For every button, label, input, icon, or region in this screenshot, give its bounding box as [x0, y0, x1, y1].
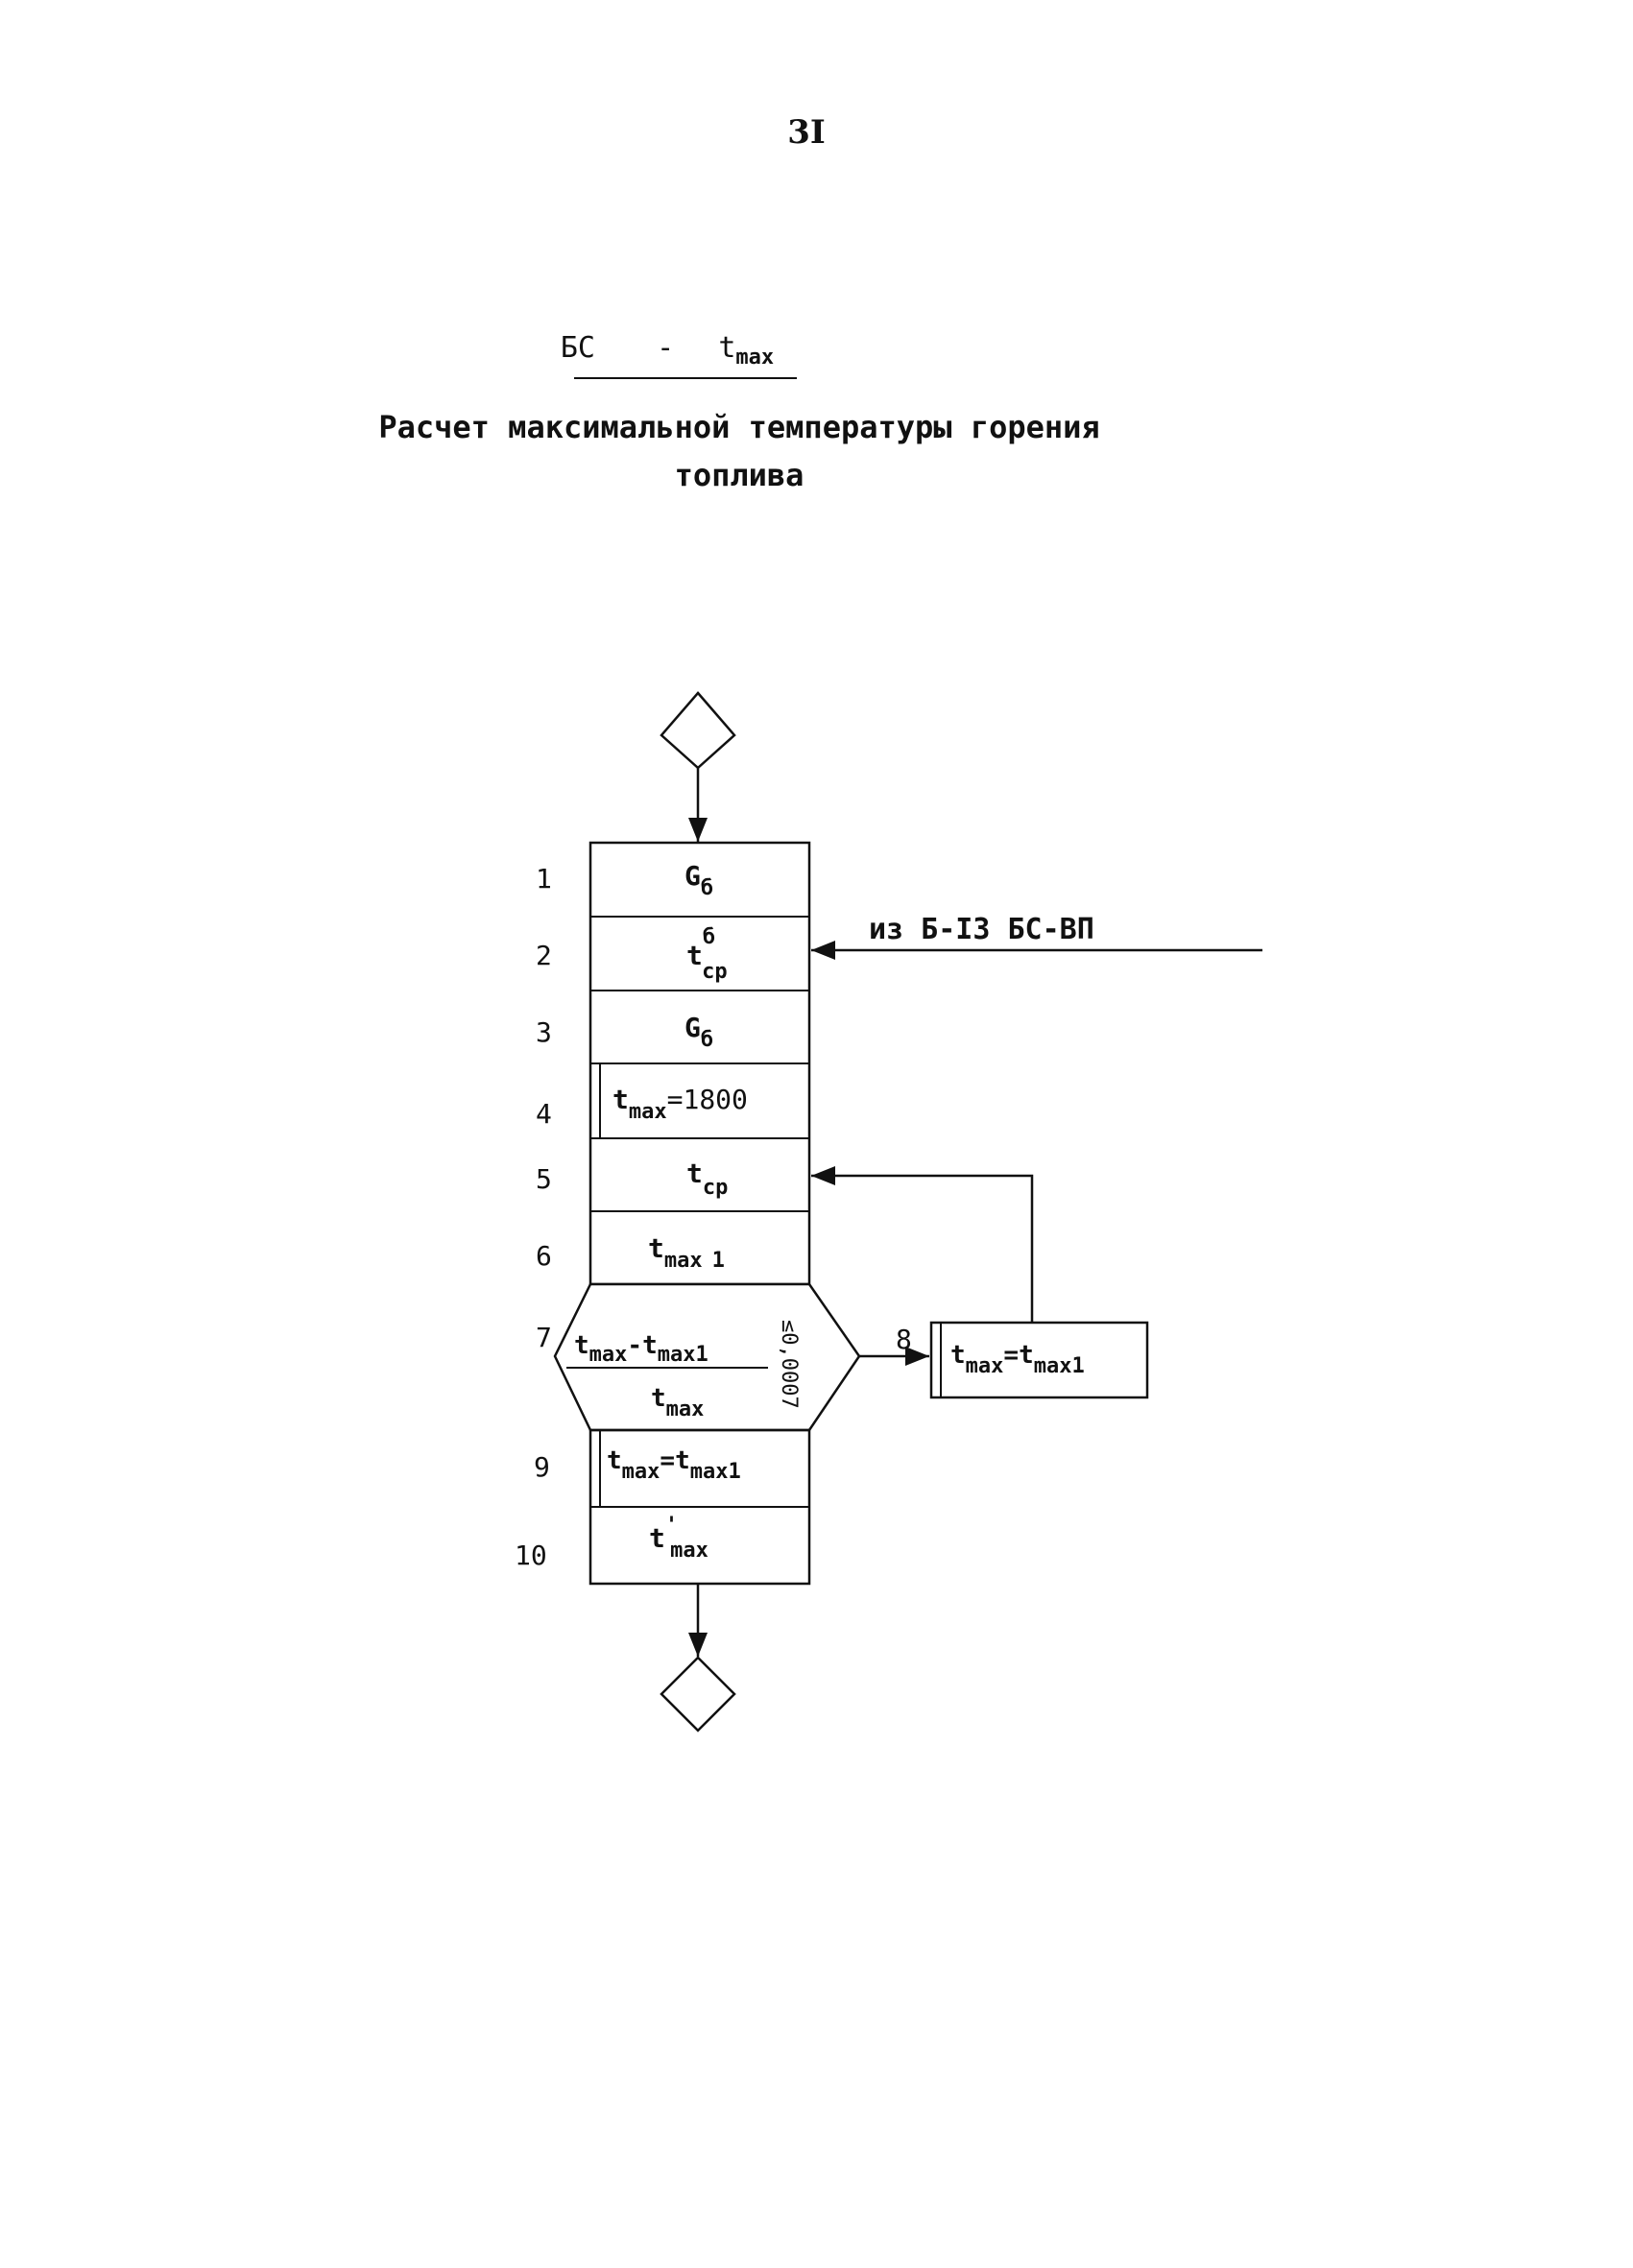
external-input-label: из Б-I3 БС-ВП	[869, 913, 1094, 946]
block-number-2: 2	[536, 940, 552, 971]
block-10-symbol: t'max	[649, 1514, 708, 1563]
title-var-sub: max	[735, 346, 775, 370]
subtitle-line-2: топлива	[674, 457, 804, 493]
block-number-5: 5	[536, 1163, 552, 1195]
page-number: 3I	[787, 113, 826, 152]
block-number-3: 3	[536, 1016, 552, 1048]
block-1-symbol: Gб	[684, 860, 713, 900]
block-9-symbol: tmax=tmax1	[607, 1446, 741, 1484]
title-var: t	[718, 331, 736, 365]
decision-threshold: ≤0,0007	[777, 1320, 801, 1409]
start-connector	[660, 691, 736, 770]
block-number-8: 8	[896, 1324, 912, 1355]
block-5-symbol: tср	[686, 1158, 728, 1200]
block-8-symbol: tmax=tmax1	[950, 1341, 1085, 1378]
scheme-subtitle: Расчет максимальной температуры горения …	[288, 403, 1190, 499]
block-8	[929, 1321, 1149, 1399]
block-number-4: 4	[536, 1098, 552, 1130]
subtitle-line-1: Расчет максимальной температуры горения	[378, 409, 1100, 445]
block-4-symbol: tmax=1800	[612, 1084, 748, 1124]
title-dash: -	[657, 331, 675, 365]
block-number-6: 6	[536, 1240, 552, 1272]
title-underline	[574, 377, 797, 379]
block-number-7: 7	[536, 1322, 552, 1353]
block-3-symbol: Gб	[684, 1012, 713, 1052]
loop-back-line	[811, 1166, 1034, 1323]
scheme-title: БС - tmax	[528, 331, 806, 370]
block-number-10: 10	[515, 1540, 547, 1571]
block-number-9: 9	[534, 1451, 550, 1483]
end-connector	[660, 1656, 736, 1732]
decision-denominator: tmax	[651, 1384, 704, 1421]
title-code: БС	[560, 331, 595, 365]
block-number-1: 1	[536, 863, 552, 895]
decision-numerator: tmax-tmax1	[574, 1331, 708, 1367]
